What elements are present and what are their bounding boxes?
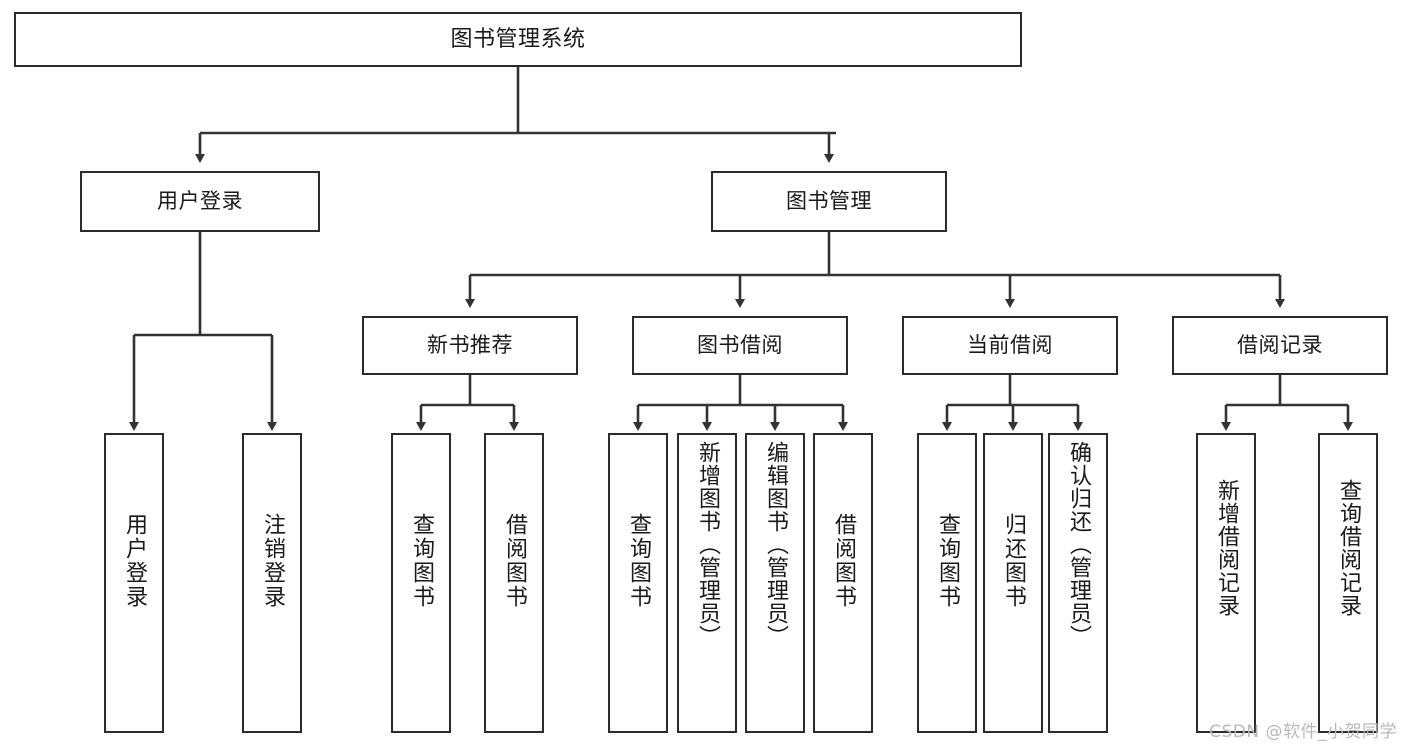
csdn-watermark: CSDN @软件_小贺同学 — [1209, 722, 1397, 742]
node-book-borrow-label: 图书借阅 — [697, 333, 783, 358]
node-leaf-query-book-2-label: 查询图书 — [626, 513, 651, 609]
node-leaf-borrow-book-2-label: 借阅图书 — [831, 513, 856, 609]
node-leaf-borrow-book-2[interactable]: 借阅图书 — [813, 433, 873, 733]
node-leaf-edit-book-label: 编辑图书（管理员） — [763, 441, 788, 648]
node-book-borrow[interactable]: 图书借阅 — [632, 316, 848, 375]
node-leaf-edit-book[interactable]: 编辑图书（管理员） — [745, 433, 805, 733]
node-current-borrow[interactable]: 当前借阅 — [902, 316, 1118, 375]
node-leaf-borrow-book-1[interactable]: 借阅图书 — [484, 433, 544, 733]
node-leaf-logout-login[interactable]: 注销登录 — [242, 433, 302, 733]
node-borrow-record-label: 借阅记录 — [1237, 333, 1323, 358]
node-root[interactable]: 图书管理系统 — [14, 12, 1022, 67]
node-leaf-logout-login-label: 注销登录 — [260, 513, 285, 609]
node-book-management[interactable]: 图书管理 — [711, 171, 947, 232]
node-leaf-add-record-label: 新增借阅记录 — [1214, 479, 1239, 617]
node-leaf-user-login[interactable]: 用户登录 — [104, 433, 164, 733]
node-user-login-label: 用户登录 — [157, 189, 243, 214]
node-leaf-add-book-label: 新增图书（管理员） — [695, 441, 720, 648]
node-leaf-add-record[interactable]: 新增借阅记录 — [1196, 433, 1256, 733]
node-user-login[interactable]: 用户登录 — [80, 171, 320, 232]
node-leaf-add-book[interactable]: 新增图书（管理员） — [677, 433, 737, 733]
node-leaf-borrow-book-1-label: 借阅图书 — [502, 513, 527, 609]
node-leaf-query-book-3[interactable]: 查询图书 — [917, 433, 977, 733]
node-leaf-query-record-label: 查询借阅记录 — [1336, 479, 1361, 617]
node-root-label: 图书管理系统 — [450, 26, 586, 52]
node-new-book-recommend[interactable]: 新书推荐 — [362, 316, 578, 375]
node-leaf-user-login-label: 用户登录 — [122, 513, 147, 609]
node-leaf-confirm-return[interactable]: 确认归还（管理员） — [1048, 433, 1108, 733]
node-leaf-return-book-label: 归还图书 — [1001, 513, 1026, 609]
node-leaf-query-book-3-label: 查询图书 — [935, 513, 960, 609]
node-leaf-query-record[interactable]: 查询借阅记录 — [1318, 433, 1378, 733]
node-borrow-record[interactable]: 借阅记录 — [1172, 316, 1388, 375]
node-current-borrow-label: 当前借阅 — [967, 333, 1053, 358]
node-leaf-confirm-return-label: 确认归还（管理员） — [1066, 441, 1091, 648]
node-book-management-label: 图书管理 — [786, 189, 872, 214]
node-leaf-query-book-2[interactable]: 查询图书 — [608, 433, 668, 733]
node-leaf-query-book-1-label: 查询图书 — [409, 513, 434, 609]
node-leaf-return-book[interactable]: 归还图书 — [983, 433, 1043, 733]
node-new-book-recommend-label: 新书推荐 — [427, 333, 513, 358]
node-leaf-query-book-1[interactable]: 查询图书 — [391, 433, 451, 733]
